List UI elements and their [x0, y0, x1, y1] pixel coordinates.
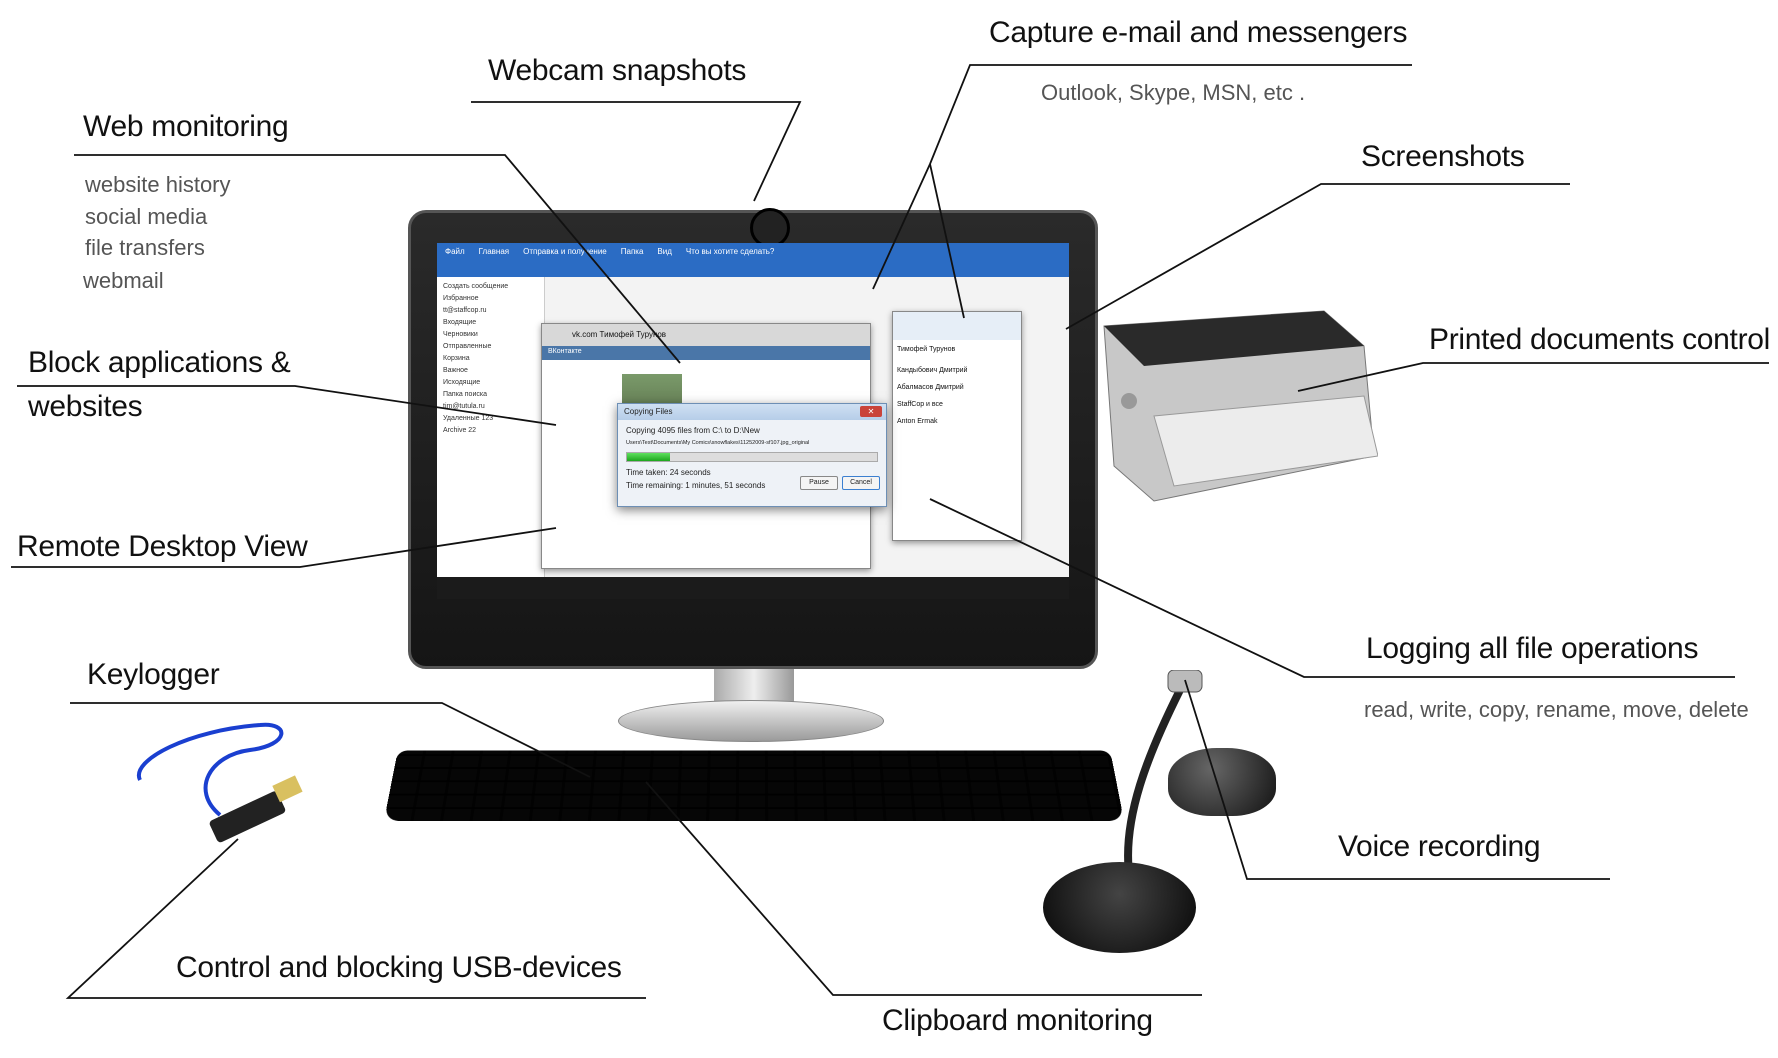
browser-address-bar[interactable]: vk.com Тимофей Турунов — [542, 324, 870, 346]
vk-header: ВКонтакте — [542, 346, 870, 360]
dialog-title: Copying Files — [618, 404, 886, 420]
sublabel-web-history: website history — [85, 172, 231, 197]
label-screenshots: Screenshots — [1361, 140, 1525, 173]
folder-item[interactable]: tim@tutula.ru — [443, 403, 485, 410]
label-remote: Remote Desktop View — [17, 530, 308, 563]
label-keylogger: Keylogger — [87, 658, 220, 691]
label-webcam: Webcam snapshots — [488, 54, 747, 87]
sublabel-web-social: social media — [85, 204, 208, 229]
outlook-folder-list: Создать сообщение Избранное tt@staffcop.… — [437, 277, 545, 577]
ribbon-tab[interactable]: Файл — [445, 247, 465, 256]
microphone — [1124, 670, 1203, 881]
label-capture: Capture e-mail and messengers — [989, 16, 1408, 49]
label-block-1: Block applications & — [28, 346, 291, 379]
contact-item[interactable]: StaffCop и все — [897, 401, 943, 408]
sublabel-logging: read, write, copy, rename, move, delete — [1364, 697, 1749, 722]
ribbon-tab[interactable]: Отправка и получение — [523, 247, 607, 256]
copy-files-dialog: Copying Files ✕ Copying 4095 files from … — [617, 403, 887, 507]
folder-item[interactable]: Избранное — [443, 295, 479, 302]
copy-status: Copying 4095 files from C:\ to D:\New — [626, 426, 760, 435]
close-icon[interactable]: ✕ — [860, 406, 882, 417]
monitor-stand-base — [618, 700, 884, 742]
printer — [1103, 310, 1378, 502]
label-logging: Logging all file operations — [1366, 632, 1699, 665]
sublabel-web-webmail: webmail — [83, 268, 164, 293]
progress-bar — [626, 452, 878, 462]
ribbon-tab[interactable]: Вид — [657, 247, 672, 256]
contact-item[interactable]: Anton Ermak — [897, 418, 938, 425]
progress-fill — [627, 453, 670, 461]
folder-item[interactable]: Важное — [443, 367, 468, 374]
folder-item[interactable]: Archive 22 — [443, 427, 477, 434]
folder-item[interactable]: Исходящие — [443, 379, 481, 386]
taskbar — [437, 577, 1069, 599]
folder-item[interactable]: Корзина — [443, 355, 470, 362]
ribbon-tab[interactable]: Папка — [620, 247, 644, 256]
usb-drive-icon — [136, 722, 303, 843]
time-remaining: Time remaining: 1 minutes, 51 seconds — [626, 481, 766, 490]
cancel-button[interactable]: Cancel — [842, 476, 880, 490]
ribbon-tab[interactable]: Главная — [478, 247, 510, 256]
copy-path: Users\Test\Documents\My Comics\snowflake… — [626, 440, 810, 446]
folder-item[interactable]: Удаленные 123 — [443, 415, 494, 422]
ribbon-search[interactable]: Что вы хотите сделать? — [685, 247, 775, 256]
skype-window: Тимофей Турунов Кандыбович Дмитрий Абалм… — [892, 311, 1022, 541]
folder-item[interactable]: Отправленные — [443, 343, 492, 350]
label-printed: Printed documents control — [1429, 323, 1771, 356]
time-taken: Time taken: 24 seconds — [626, 468, 711, 477]
label-block-2: websites — [28, 390, 143, 423]
pause-button[interactable]: Pause — [800, 476, 838, 490]
webcam-connector — [471, 101, 802, 202]
label-usb: Control and blocking USB-devices — [176, 951, 622, 984]
label-voice: Voice recording — [1338, 830, 1541, 863]
outlook-ribbon: Файл Главная Отправка и получение Папка Вид Ч… — [437, 243, 1069, 277]
contact-item[interactable]: Кандыбович Дмитрий — [897, 367, 968, 374]
folder-item[interactable]: Черновики — [443, 331, 478, 338]
folder-item[interactable]: Папка поиска — [443, 391, 487, 398]
contact-item[interactable]: Тимофей Турунов — [897, 346, 956, 353]
microphone-base — [1043, 862, 1196, 953]
webcam-icon — [750, 208, 790, 248]
folder-item[interactable]: tt@staffcop.ru — [443, 307, 487, 314]
contact-item[interactable]: Абалмасов Дмитрий — [897, 384, 964, 391]
keyboard — [383, 750, 1125, 821]
label-clipboard: Clipboard monitoring — [882, 1004, 1153, 1037]
sublabel-capture: Outlook, Skype, MSN, etc . — [1041, 80, 1306, 105]
folder-item[interactable]: Входящие — [443, 319, 477, 326]
label-web: Web monitoring — [83, 110, 289, 143]
sublabel-web-files: file transfers — [85, 235, 205, 260]
folder-item[interactable]: Создать сообщение — [443, 283, 509, 290]
